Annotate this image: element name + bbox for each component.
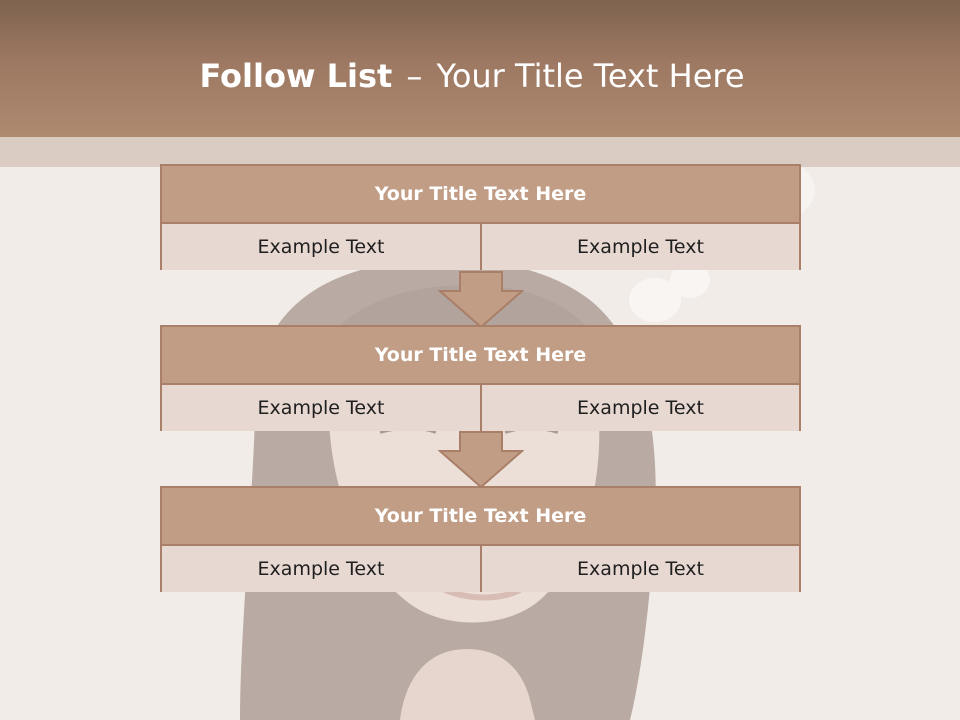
title-separator: – <box>406 57 423 95</box>
box-cell-right: Example Text <box>482 546 799 592</box>
header-bar <box>0 0 960 137</box>
box-cell-right: Example Text <box>482 224 799 270</box>
title-rest: Your Title Text Here <box>436 57 745 95</box>
down-arrow-icon <box>438 431 524 489</box>
list-box-2: Your Title Text Here Example Text Exampl… <box>160 325 801 431</box>
box-cell-left: Example Text <box>162 546 480 592</box>
list-box-1: Your Title Text Here Example Text Exampl… <box>160 164 801 270</box>
down-arrow-icon <box>438 271 524 329</box>
box-cell-right: Example Text <box>482 385 799 431</box>
cell-divider <box>480 546 482 592</box>
page-title: Follow List– Your Title Text Here <box>0 54 944 98</box>
list-box-3: Your Title Text Here Example Text Exampl… <box>160 486 801 592</box>
cell-divider <box>480 385 482 431</box>
box-cell-left: Example Text <box>162 224 480 270</box>
box-cell-left: Example Text <box>162 385 480 431</box>
box-title: Your Title Text Here <box>162 166 799 224</box>
header-strip <box>0 137 960 167</box>
box-title: Your Title Text Here <box>162 488 799 546</box>
cell-divider <box>480 224 482 270</box>
box-title: Your Title Text Here <box>162 327 799 385</box>
title-bold: Follow List <box>199 57 393 95</box>
